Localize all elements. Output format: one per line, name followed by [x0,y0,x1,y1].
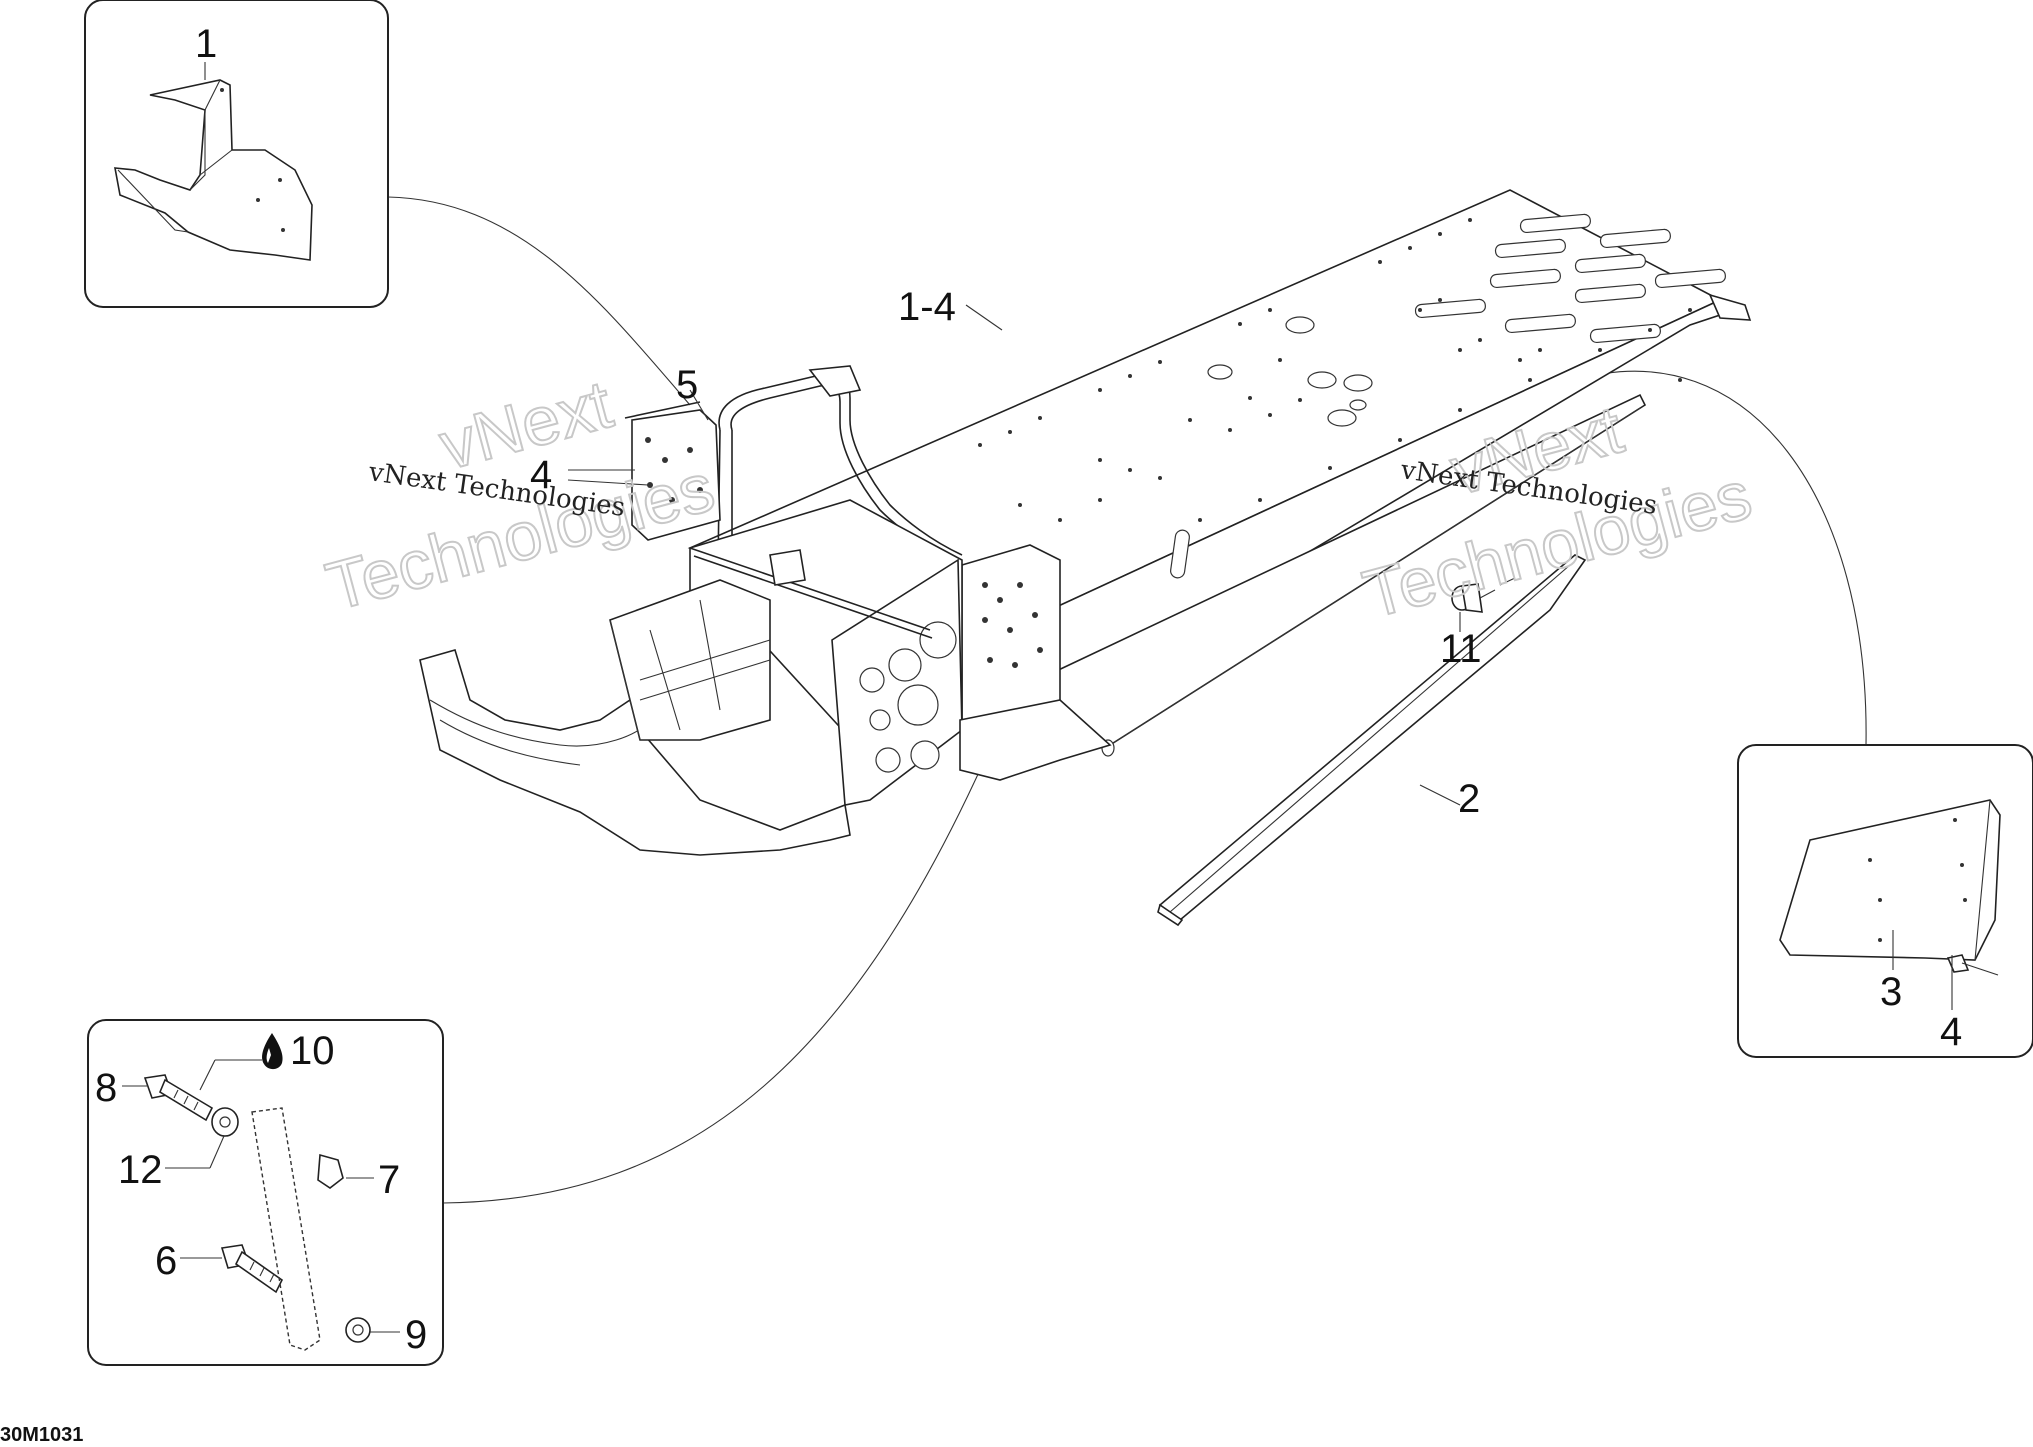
callout-5: 5 [676,363,698,407]
callout-11: 11 [1440,627,1482,671]
callout-7: 7 [378,1158,400,1202]
chassis-tunnel [687,189,1752,761]
callout-2: 2 [1458,777,1480,821]
deck-rivets [978,218,1692,522]
drawing-code: 30M1031 [0,1424,84,1446]
bolt-bottom [220,1244,284,1294]
callout-9: 9 [405,1313,427,1357]
deck-holes [1207,316,1373,427]
callout-leaders [122,304,1953,1333]
bolt-top [143,1074,214,1122]
callout-1-4: 1-4 [898,285,956,329]
callout-4-right: 4 [1940,1010,1962,1054]
deck-slots [1414,213,1726,344]
inset-box-top-left [84,0,389,308]
plug-part [1451,577,1516,613]
leader-curve-inset-3 [1574,370,1867,746]
leader-curve-inset-bottom [442,724,1001,1204]
strap-outline [251,1107,321,1351]
slide-rail [1157,554,1587,927]
callout-1: 1 [195,22,217,66]
svg-text:vNext: vNext [432,366,620,484]
callout-10: 10 [290,1029,335,1073]
callout-12: 12 [118,1148,163,1192]
nut-top [317,1153,344,1189]
callout-4-front: 4 [530,453,552,497]
front-frame [419,365,1112,856]
callout-6: 6 [155,1239,177,1283]
inset-box-right [1737,744,2033,1058]
callout-3: 3 [1880,970,1902,1014]
leader-curve-inset-1 [387,196,691,406]
inset-box-bottom [87,1019,444,1366]
callout-8: 8 [95,1066,117,1110]
